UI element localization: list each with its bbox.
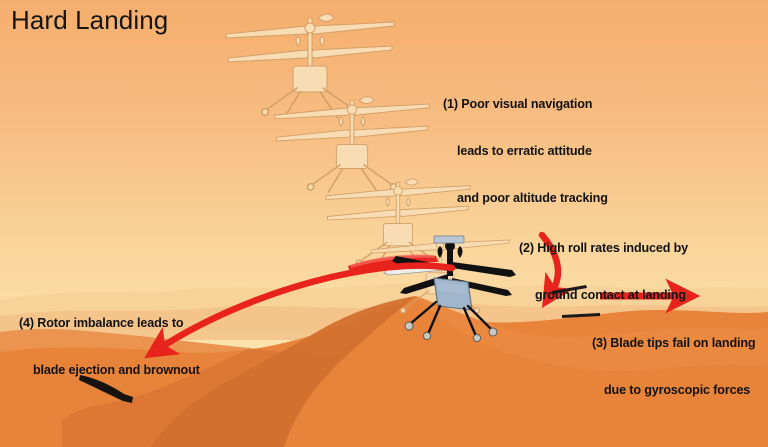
page-title: Hard Landing: [11, 5, 169, 35]
ejection-arrow-4: [144, 262, 456, 359]
dune-crest-highlight: [416, 296, 768, 372]
blade-fragments: [552, 285, 600, 318]
ejected-blade-on-ground: [79, 375, 133, 403]
fuselage: [433, 277, 473, 311]
dune-shadow-extension: [62, 348, 346, 447]
rotor-mast: [447, 242, 453, 276]
ghost-helicopter-1: [225, 13, 395, 119]
dune-terrain: [0, 296, 768, 447]
solar-panel: [433, 235, 465, 244]
ghost-helicopter-3: [325, 178, 471, 269]
landing-legs: [408, 300, 494, 338]
roll-arrow-2: [538, 231, 574, 308]
ghost-helicopter-2: [274, 96, 430, 194]
